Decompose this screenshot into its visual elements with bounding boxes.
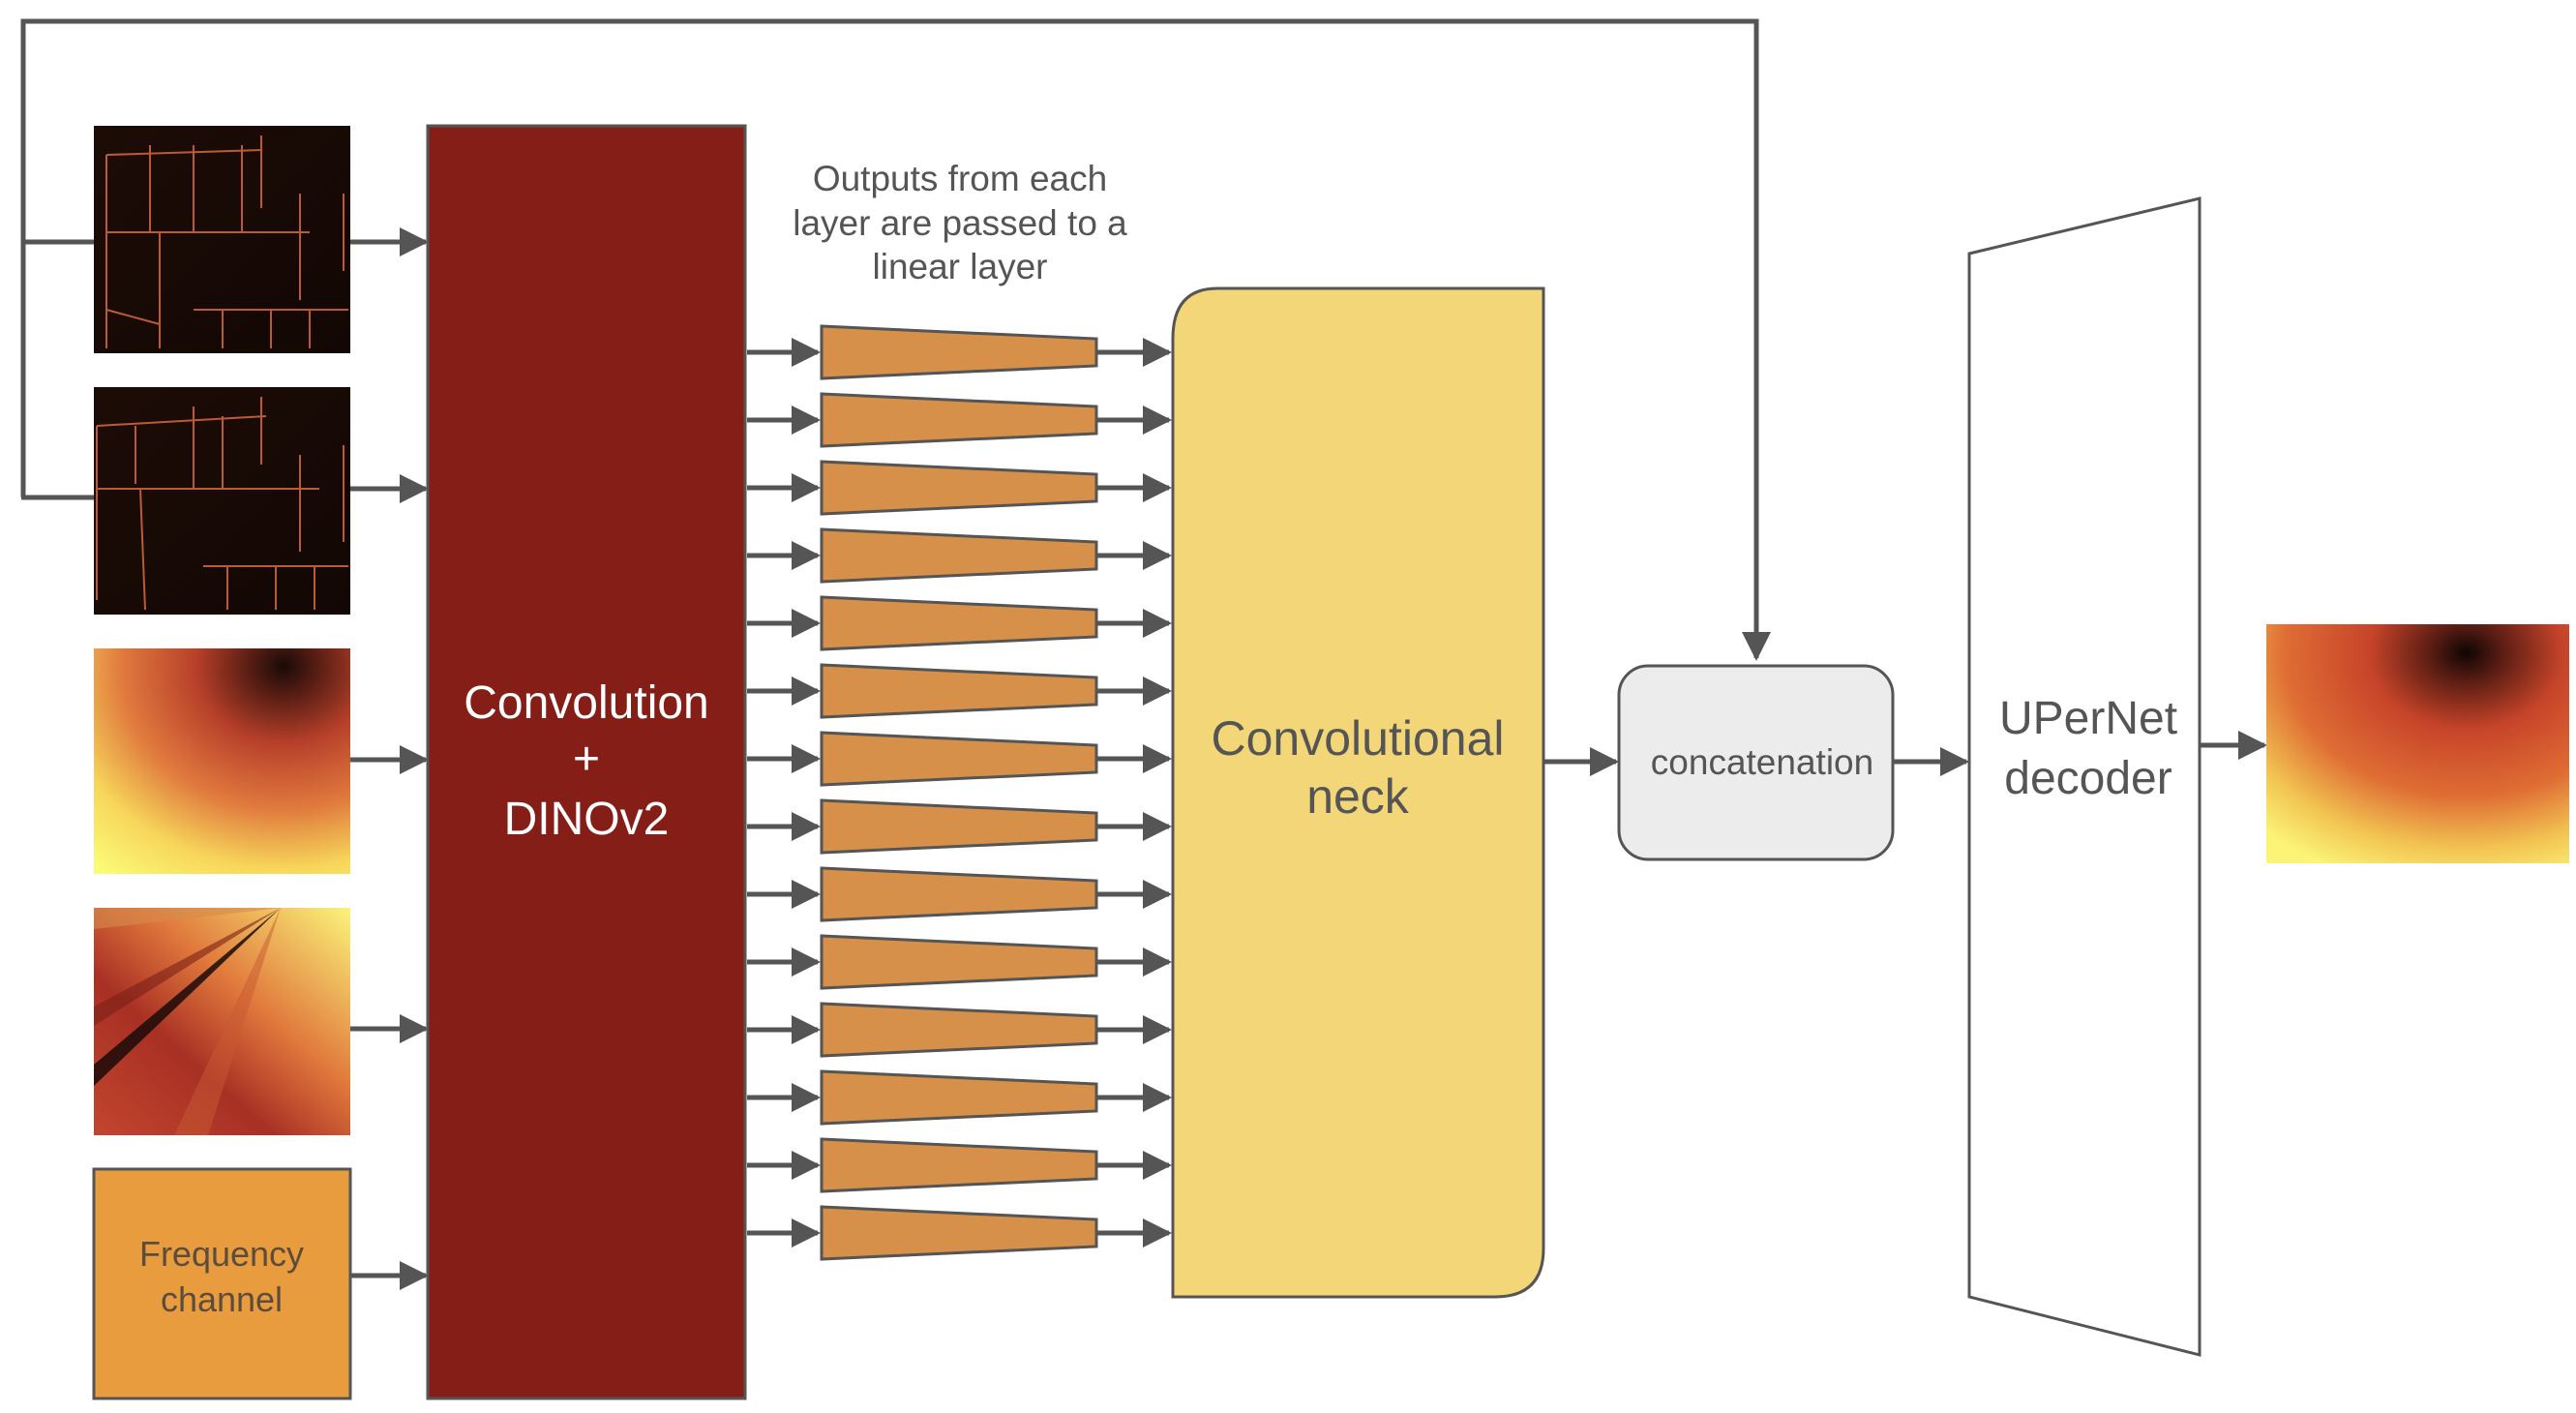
linear-layers: [747, 324, 1172, 1261]
linear-layer: [820, 595, 1098, 651]
annotation-line-2: layer are passed to a: [793, 203, 1127, 243]
encoder-label-3: DINOv2: [504, 794, 670, 845]
decoder-label-1: UPerNet: [1999, 693, 2177, 744]
frequency-label-2: channel: [161, 1279, 283, 1319]
linear-layer-annotation: Outputs from each layer are passed to a …: [793, 159, 1127, 286]
concatenation-label: concatenation: [1651, 742, 1873, 782]
linear-layer: [820, 866, 1098, 922]
output-heatmap-image: [2266, 624, 2569, 863]
radial-distance-image: [94, 648, 350, 874]
neck-label-2: neck: [1306, 769, 1410, 824]
concatenation-block: concatenation: [1617, 664, 1895, 861]
neck-label-1: Convolutional: [1212, 711, 1505, 766]
annotation-line-3: linear layer: [873, 247, 1048, 286]
input-radial-map: [94, 648, 350, 874]
input-edge-map-2: [94, 387, 350, 615]
linear-layer: [820, 1002, 1098, 1058]
linear-layer: [820, 1205, 1098, 1261]
linear-layer: [820, 460, 1098, 516]
linear-layer: [820, 392, 1098, 448]
linear-layer: [820, 731, 1098, 787]
angle-map-image: [94, 908, 350, 1135]
input-edge-map-1: [94, 126, 350, 353]
upernet-decoder: UPerNet decoder: [1967, 196, 2202, 1357]
linear-layer: [820, 527, 1098, 584]
linear-layer: [820, 663, 1098, 719]
skip-connection: [20, 18, 1771, 661]
edge-map-image: [96, 397, 348, 611]
frequency-label-1: Frequency: [139, 1234, 304, 1274]
encoder-label-2: +: [573, 734, 600, 785]
input-angle-map: [94, 908, 350, 1135]
convolutional-neck: Convolutional neck: [1171, 286, 1545, 1299]
encoder-block: Convolution + DINOv2: [426, 124, 747, 1400]
linear-layer: [820, 1137, 1098, 1193]
linear-layer: [820, 1069, 1098, 1126]
encoder-label-1: Convolution: [464, 677, 709, 729]
frequency-channel-box: Frequency channel: [92, 1167, 352, 1400]
annotation-line-1: Outputs from each: [813, 159, 1107, 198]
linear-layer: [820, 934, 1098, 990]
linear-layer: [820, 324, 1098, 380]
output-heatmap: [2266, 624, 2569, 863]
edge-map-image: [105, 135, 348, 348]
decoder-label-2: decoder: [2004, 753, 2172, 804]
linear-layer: [820, 798, 1098, 855]
